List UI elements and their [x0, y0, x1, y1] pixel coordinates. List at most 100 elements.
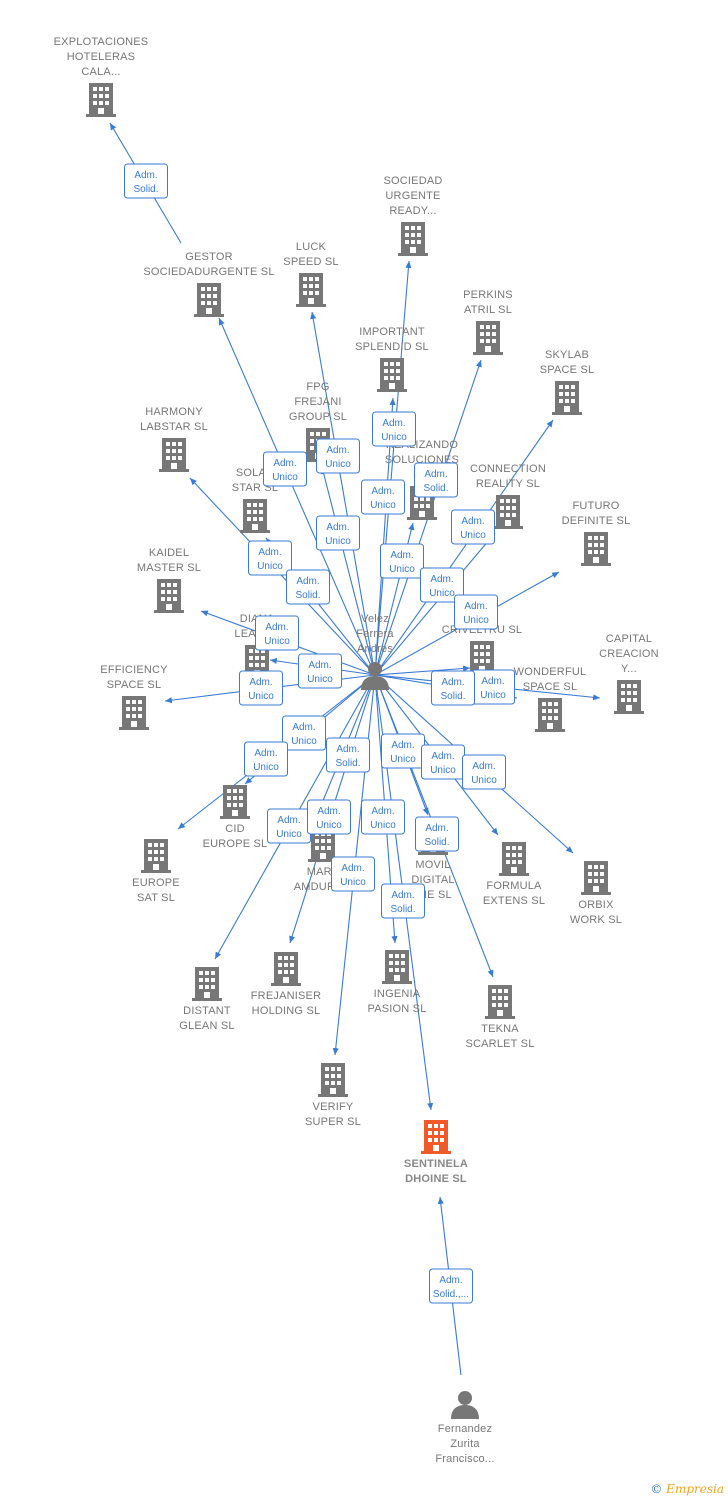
relation-label[interactable]: Adm.Unico — [471, 669, 515, 705]
node-label-line: MASTER SL — [137, 562, 201, 574]
node-label-line: Y... — [621, 663, 637, 675]
relation-label[interactable]: Adm.Unico — [316, 515, 360, 551]
relation-label-text: Unico — [272, 472, 298, 483]
relation-label[interactable]: Adm.Solid. — [415, 816, 459, 852]
relation-label[interactable]: Adm.Unico — [316, 438, 360, 474]
node-label-line: WORK SL — [570, 914, 622, 926]
relation-label-text: Solid.,... — [433, 1289, 469, 1300]
relation-label[interactable]: Adm.Unico — [361, 799, 405, 835]
relation-label[interactable]: Adm.Unico — [307, 799, 351, 835]
building-icon — [614, 680, 644, 714]
relation-label[interactable]: Adm.Unico — [248, 540, 292, 576]
relation-label[interactable]: Adm.Unico — [331, 856, 375, 892]
node-explotaciones[interactable]: EXPLOTACIONESHOTELERASCALA... — [54, 36, 149, 117]
relation-label-text: Adm. — [371, 806, 394, 817]
relation-label[interactable]: Adm.Solid. — [414, 462, 458, 498]
node-capital[interactable]: CAPITALCREACIONY... — [599, 633, 659, 714]
node-label-line: FREJANI — [294, 396, 341, 408]
relation-label[interactable]: Adm.Unico — [454, 594, 498, 630]
relation-label[interactable]: Adm.Solid. — [286, 569, 330, 605]
node-label-line: DIGITAL — [411, 874, 454, 886]
edge-velez-gestor — [218, 317, 376, 676]
relation-label[interactable]: Adm.Unico — [282, 715, 326, 751]
relation-label-text: Unico — [471, 775, 497, 786]
node-label-line: DEFINITE SL — [562, 515, 631, 527]
node-label-line: Zurita — [450, 1438, 480, 1450]
edge-velez-luck — [310, 311, 376, 676]
node-label-line: Francisco... — [435, 1453, 494, 1465]
relation-label-text: Unico — [264, 636, 290, 647]
relation-label-box — [451, 509, 495, 545]
relation-label-text: Adm. — [308, 660, 331, 671]
node-label-line: SPACE SL — [540, 364, 595, 376]
node-label-line: TEKNA — [481, 1023, 519, 1035]
relation-label[interactable]: Adm.Unico — [244, 741, 288, 777]
relation-label-box — [454, 594, 498, 630]
node-label-line: Ferrera — [356, 628, 394, 640]
relation-label[interactable]: Adm.Unico — [451, 509, 495, 545]
relation-label-text: Unico — [460, 530, 486, 541]
relation-label[interactable]: Adm.Unico — [380, 543, 424, 579]
relation-label[interactable]: Adm.Unico — [421, 744, 465, 780]
building-icon — [581, 861, 611, 895]
relation-label[interactable]: Adm.Unico — [361, 479, 405, 515]
building-icon — [141, 839, 171, 873]
relation-label[interactable]: Adm.Solid.,... — [429, 1268, 473, 1304]
relation-label-text: Adm. — [296, 576, 319, 587]
node-fernandez[interactable]: FernandezZuritaFrancisco... — [435, 1391, 494, 1465]
building-icon — [552, 381, 582, 415]
relation-label[interactable]: Adm.Unico — [263, 451, 307, 487]
node-skylab[interactable]: SKYLAB SPACE SL — [540, 349, 595, 415]
relation-label-text: Adm. — [382, 418, 405, 429]
building-icon — [318, 1063, 348, 1097]
relation-label[interactable]: Adm.Solid. — [381, 883, 425, 919]
node-label-line: SKYLAB — [545, 349, 589, 361]
relation-label[interactable]: Adm.Unico — [255, 615, 299, 651]
relation-label[interactable]: Adm.Unico — [239, 670, 283, 706]
relation-label-text: Adm. — [464, 601, 487, 612]
node-label-line: CALA... — [81, 66, 120, 78]
node-label-line: GROUP SL — [289, 411, 347, 423]
brand-footer[interactable]: © Empresia — [650, 1482, 724, 1496]
relation-label[interactable]: Adm.Unico — [381, 733, 425, 769]
relation-label-text: Adm. — [134, 170, 157, 181]
building-icon — [473, 321, 503, 355]
node-label-line: SPACE SL — [107, 679, 162, 691]
relation-label-text: Adm. — [326, 445, 349, 456]
relation-label[interactable]: Adm.Solid. — [124, 163, 168, 199]
relation-label[interactable]: Adm.Unico — [462, 754, 506, 790]
relation-label[interactable]: Adm.Solid. — [326, 737, 370, 773]
relation-label[interactable]: Adm.Unico — [267, 808, 311, 844]
relation-label[interactable]: Adm.Unico — [420, 567, 464, 603]
node-label-line: GESTOR — [185, 251, 232, 263]
node-sociedad[interactable]: SOCIEDADURGENTEREADY... — [383, 175, 442, 256]
relation-label[interactable]: Adm.Unico — [372, 411, 416, 447]
relation-label-box — [380, 543, 424, 579]
relation-label[interactable]: Adm.Unico — [298, 653, 342, 689]
relation-label[interactable]: Adm.Solid. — [431, 670, 475, 706]
node-label-line: SPACE SL — [523, 681, 578, 693]
node-label-line: DHOINE SL — [405, 1173, 467, 1185]
